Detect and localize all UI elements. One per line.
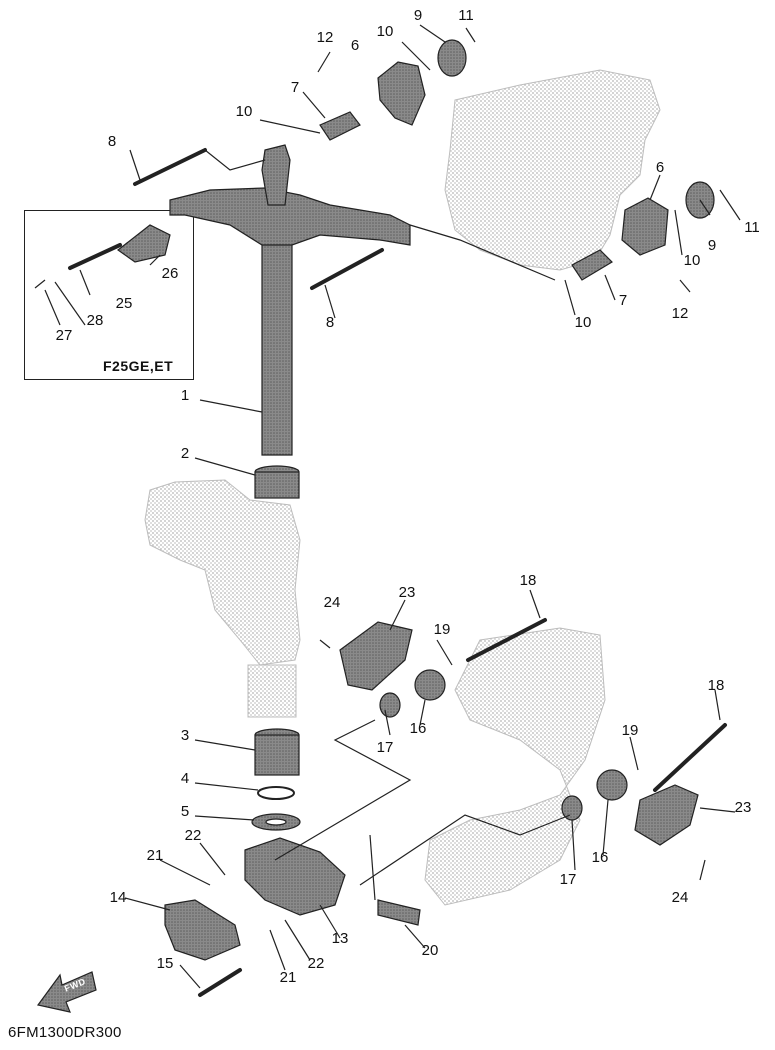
callout-labels: 1234566778899101010101111121213141516161… [56,7,760,986]
ghost-lower-unit [424,627,606,906]
lower-bracket [164,837,421,961]
callout-27: 27 [56,327,73,344]
callout-23: 23 [399,584,416,601]
callout-19: 19 [622,722,639,739]
callout-4: 4 [181,770,189,787]
callout-24: 24 [672,889,689,906]
callout-6: 6 [656,159,664,176]
figure-code: 6FM1300DR300 [8,1024,122,1041]
ghost-bracket-middle [144,479,301,718]
callout-10: 10 [236,103,253,120]
callout-7: 7 [619,292,627,309]
callout-1: 1 [181,387,189,404]
callout-17: 17 [560,871,577,888]
callout-23: 23 [735,799,752,816]
front-direction-arrow [36,971,97,1013]
washer-4 [257,786,295,800]
lower-mount-left [339,621,446,718]
callout-10: 10 [684,252,701,269]
callout-6: 6 [351,37,359,54]
callout-16: 16 [410,720,427,737]
callout-22: 22 [308,955,325,972]
bushing-top [254,465,300,499]
callout-11: 11 [744,219,760,236]
callout-8: 8 [108,133,116,150]
inset-variant-label: F25GE,ET [103,358,174,374]
callout-11: 11 [458,7,474,24]
callout-15: 15 [157,955,174,972]
callout-20: 20 [422,942,439,959]
callout-21: 21 [147,847,164,864]
callout-2: 2 [181,445,189,462]
upper-mount-left [319,39,467,141]
callout-12: 12 [672,305,689,322]
callout-21: 21 [280,969,297,986]
leader-lines [44,24,741,989]
callout-5: 5 [181,803,189,820]
callout-16: 16 [592,849,609,866]
callout-10: 10 [377,23,394,40]
bolts [68,148,727,997]
callout-14: 14 [110,889,127,906]
callout-17: 17 [377,739,394,756]
callout-9: 9 [708,237,716,254]
callout-12: 12 [317,29,334,46]
callout-19: 19 [434,621,451,638]
steering-shaft [169,144,411,456]
lower-mount-right [561,769,699,846]
ghost-engine-upper [444,69,661,271]
callout-22: 22 [185,827,202,844]
callout-26: 26 [162,265,179,282]
callout-18: 18 [520,572,537,589]
bushing-lower [254,728,300,776]
callout-25: 25 [116,295,133,312]
callout-3: 3 [181,727,189,744]
washer-5 [251,813,301,831]
callout-24: 24 [324,594,341,611]
inset-bracket [34,224,171,289]
callout-13: 13 [332,930,349,947]
callout-8: 8 [326,314,334,331]
upper-mount-right [571,181,715,281]
callout-28: 28 [87,312,104,329]
callout-10: 10 [575,314,592,331]
callout-18: 18 [708,677,725,694]
callout-9: 9 [414,7,422,24]
callout-7: 7 [291,79,299,96]
inset-frame [24,210,194,380]
